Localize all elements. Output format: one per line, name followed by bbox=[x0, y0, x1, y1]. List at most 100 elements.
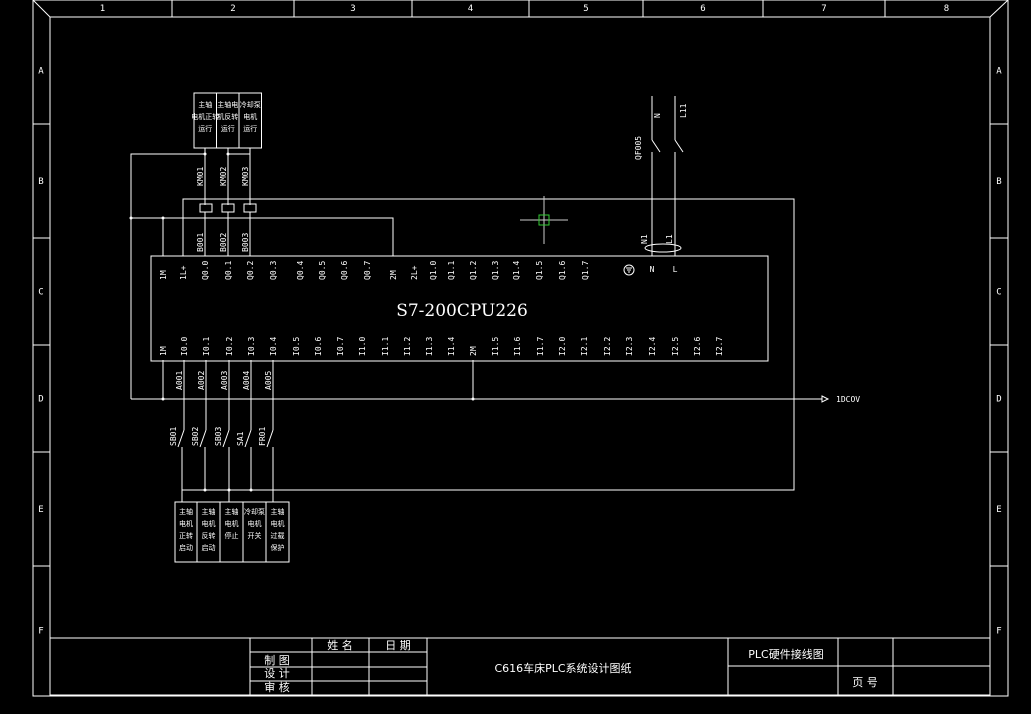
plc-top-terminal: 1L+ bbox=[179, 265, 188, 280]
output-box-text: 冷却泵 bbox=[240, 100, 261, 109]
plc-top-terminal: 2L+ bbox=[410, 265, 419, 280]
input-box-text: 启动 bbox=[179, 543, 193, 552]
zone-column-label: 3 bbox=[350, 4, 355, 14]
plc-top-terminal: Q1.1 bbox=[447, 261, 456, 280]
input-box-text: 启动 bbox=[202, 543, 216, 552]
plc-top-terminal: Q0.2 bbox=[246, 261, 255, 280]
plc-top-terminal: Q0.3 bbox=[269, 261, 278, 280]
output-box-text: 运行 bbox=[198, 124, 212, 133]
junction-dots bbox=[129, 152, 475, 492]
input-box-text: 主轴 bbox=[225, 507, 239, 516]
zone-row-label-left: D bbox=[38, 395, 43, 405]
plc-bottom-terminal: I2.7 bbox=[715, 337, 724, 356]
title-row-design: 设 计 bbox=[264, 667, 290, 680]
plc-bottom-terminal: I2.3 bbox=[625, 337, 634, 356]
zone-column-label: 8 bbox=[944, 4, 949, 14]
page-number-label: 页 号 bbox=[852, 676, 878, 689]
plc-model-label: S7-200CPU226 bbox=[396, 301, 528, 321]
zone-row-label-right: E bbox=[996, 505, 1001, 515]
title-block bbox=[50, 637, 990, 695]
switch-label: SB03 bbox=[214, 427, 223, 446]
zone-column-label: 6 bbox=[700, 4, 705, 14]
input-box-text: 正转 bbox=[179, 531, 193, 540]
output-box-text: 运行 bbox=[243, 124, 257, 133]
plc-terminal-l: L bbox=[673, 265, 678, 274]
input-box-text: 开关 bbox=[248, 531, 262, 540]
plc-top-terminal: Q0.0 bbox=[201, 261, 210, 280]
input-box-text: 主轴 bbox=[271, 507, 285, 516]
plc-top-terminal: Q0.6 bbox=[340, 261, 349, 280]
coil-label: KM01 bbox=[196, 167, 205, 186]
output-wire-label: B001 bbox=[196, 233, 205, 252]
ground-icon bbox=[623, 264, 635, 276]
cad-crosshair-icon[interactable] bbox=[520, 196, 568, 244]
zone-row-label-right: B bbox=[996, 177, 1001, 187]
input-box-text: 主轴 bbox=[202, 507, 216, 516]
plc-top-terminal: Q1.7 bbox=[581, 261, 590, 280]
plc-top-terminal: Q1.4 bbox=[512, 261, 521, 280]
input-wire-label: A004 bbox=[242, 371, 251, 390]
plc-bottom-terminal: I1.4 bbox=[447, 337, 456, 356]
output-box-text: 运行 bbox=[221, 124, 235, 133]
zone-row-label-left: C bbox=[38, 288, 43, 298]
input-box-text: 电机 bbox=[248, 519, 262, 528]
zone-row-label-left: F bbox=[38, 627, 43, 637]
plc-bottom-terminal: I1.2 bbox=[403, 337, 412, 356]
output-box-text: 机反转 bbox=[217, 112, 238, 121]
plc-bottom-terminal: I2.6 bbox=[693, 337, 702, 356]
plc-bottom-terminal: I1.1 bbox=[381, 337, 390, 356]
power-label-n1: N1 bbox=[640, 234, 649, 244]
zone-column-label: 5 bbox=[583, 4, 588, 14]
input-wire-label: A001 bbox=[175, 371, 184, 390]
plc-bottom-terminal: 2M bbox=[469, 346, 478, 356]
switch-label: SB01 bbox=[169, 427, 178, 446]
input-box-text: 保护 bbox=[271, 543, 285, 552]
title-row-review: 审 核 bbox=[264, 680, 290, 694]
output-box-text: 电机正转 bbox=[191, 112, 219, 121]
drawing-frame bbox=[32, 0, 1009, 697]
input-box-text: 电机 bbox=[202, 519, 216, 528]
wiring bbox=[130, 96, 830, 502]
plc-bottom-terminal: I2.5 bbox=[671, 337, 680, 356]
zone-column-label: 4 bbox=[468, 4, 473, 14]
zone-row-label-left: A bbox=[38, 67, 44, 77]
plc-bottom-terminal: I0.6 bbox=[314, 337, 323, 356]
zone-column-label: 2 bbox=[230, 4, 235, 14]
output-box-text: 主轴电 bbox=[217, 100, 238, 109]
input-wire-label: A002 bbox=[197, 371, 206, 390]
plc-top-terminal: Q1.6 bbox=[558, 261, 567, 280]
title-header-date: 日 期 bbox=[385, 639, 411, 652]
input-box-text: 主轴 bbox=[179, 507, 193, 516]
plc-bottom-terminal: I1.7 bbox=[536, 337, 545, 356]
plc-top-terminal: Q1.2 bbox=[469, 261, 478, 280]
plc-bottom-terminal: I0.5 bbox=[292, 337, 301, 356]
plc-bottom-terminal: I2.1 bbox=[580, 337, 589, 356]
plc-top-terminal: Q0.5 bbox=[318, 261, 327, 280]
plc-bottom-terminal: I2.0 bbox=[558, 337, 567, 356]
zone-row-label-left: B bbox=[38, 177, 43, 187]
plc-bottom-terminal: I0.1 bbox=[202, 337, 211, 356]
input-box-text: 停止 bbox=[225, 531, 239, 540]
zone-row-label-right: A bbox=[996, 67, 1002, 77]
switch-label: SB02 bbox=[191, 427, 200, 446]
switch-label: SA1 bbox=[236, 431, 245, 446]
plc-terminal-n: N bbox=[650, 265, 655, 274]
plc-bottom-terminal: I1.5 bbox=[491, 337, 500, 356]
plc-bottom-terminal: I2.4 bbox=[648, 337, 657, 356]
zone-row-label-left: E bbox=[38, 505, 43, 515]
plc-top-terminal: Q0.4 bbox=[296, 261, 305, 280]
output-wire-label: B002 bbox=[219, 233, 228, 252]
plc-top-terminal: 2M bbox=[389, 270, 398, 280]
plc-body[interactable] bbox=[150, 255, 769, 362]
input-box-text: 电机 bbox=[271, 519, 285, 528]
zone-row-label-right: F bbox=[996, 627, 1001, 637]
plc-top-terminal: Q1.0 bbox=[429, 261, 438, 280]
title-row-drawn: 制 图 bbox=[264, 654, 290, 667]
